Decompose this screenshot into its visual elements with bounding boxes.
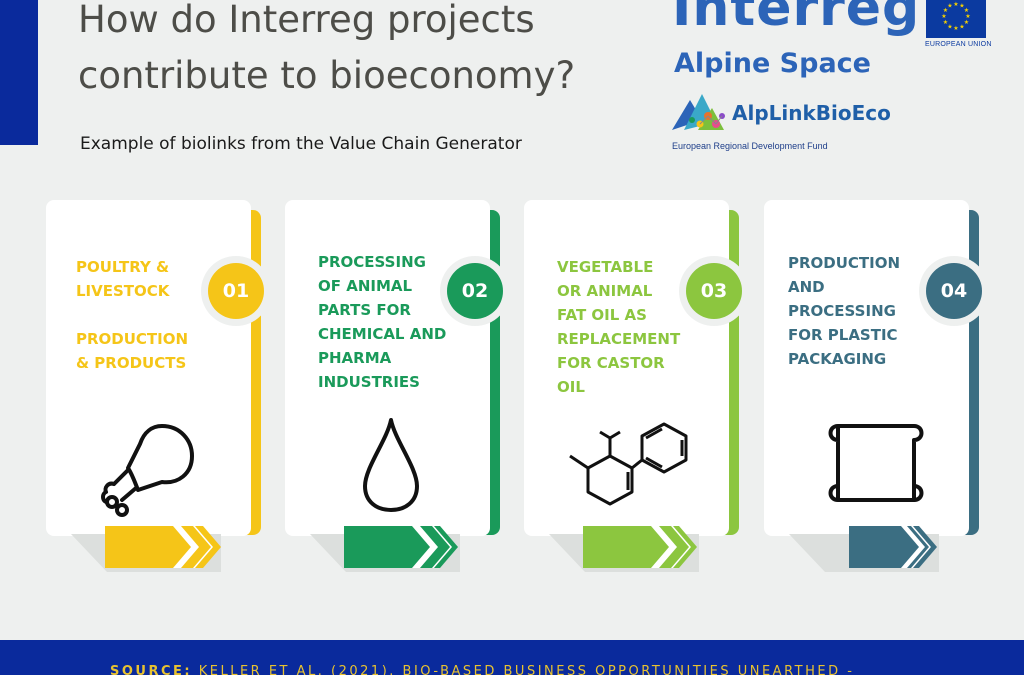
project-name: AlpLinkBioEco (732, 101, 891, 125)
card-text: POULTRY & LIVESTOCK PRODUCTION & PRODUCT… (76, 258, 189, 372)
card-body (285, 200, 490, 536)
card-text: PRODUCTION AND PROCESSING FOR PLASTIC PA… (788, 254, 901, 368)
card-number-badge: 03 (679, 256, 749, 326)
card-number: 04 (926, 263, 982, 319)
svg-text:★: ★ (943, 19, 948, 26)
svg-text:★: ★ (959, 3, 964, 10)
eu-flag-icon: ★★★ ★★★ ★★★ ★★★ (926, 0, 986, 38)
svg-text:★: ★ (959, 24, 964, 31)
page-subtitle: Example of biolinks from the Value Chain… (80, 134, 522, 154)
card-number: 02 (447, 263, 503, 319)
svg-text:★: ★ (964, 7, 969, 14)
svg-text:★: ★ (953, 1, 958, 8)
card-number: 01 (208, 263, 264, 319)
card-arrow (71, 526, 221, 572)
eu-label: EUROPEAN UNION (925, 41, 992, 48)
card-arrow (789, 526, 939, 572)
card-animal-parts: PROCESSING OF ANIMAL PARTS FOR CHEMICAL … (285, 200, 510, 580)
source-text: KELLER ET AL. (2021). BIO-BASED BUSINESS… (192, 664, 855, 675)
alpine-space-wordmark: Alpine Space (674, 48, 871, 79)
molecule-icon (566, 420, 696, 520)
svg-text:★: ★ (943, 7, 948, 14)
source-citation: SOURCE: KELLER ET AL. (2021). BIO-BASED … (110, 664, 854, 675)
card-body (764, 200, 969, 536)
svg-text:★: ★ (953, 25, 958, 32)
svg-text:★: ★ (941, 13, 946, 20)
interreg-wordmark: Interreg (672, 0, 921, 38)
title-line-2: contribute to bioeconomy? (78, 54, 576, 97)
fund-label: European Regional Development Fund (672, 141, 828, 151)
interreg-logo: Interreg ★★★ ★★★ ★★★ ★★★ EUROPEAN UNION … (670, 0, 1010, 160)
svg-text:★: ★ (947, 24, 952, 31)
card-text: PROCESSING OF ANIMAL PARTS FOR CHEMICAL … (318, 253, 447, 391)
mountain-network-icon (672, 90, 730, 136)
card-poultry-livestock: POULTRY & LIVESTOCK PRODUCTION & PRODUCT… (46, 200, 271, 580)
card-number-badge: 01 (201, 256, 271, 326)
svg-text:★: ★ (947, 3, 952, 10)
card-arrow (549, 526, 699, 572)
card-text: VEGETABLE OR ANIMAL FAT OIL AS REPLACEME… (557, 258, 681, 396)
drop-icon (347, 416, 447, 516)
card-fat-oil: VEGETABLE OR ANIMAL FAT OIL AS REPLACEME… (524, 200, 749, 580)
card-arrow (310, 526, 460, 572)
title-line-1: How do Interreg projects (78, 0, 535, 41)
card-number-badge: 04 (919, 256, 989, 326)
card-number-badge: 02 (440, 256, 510, 326)
svg-text:★: ★ (964, 19, 969, 26)
source-label: SOURCE: (110, 664, 193, 675)
chicken-leg-icon (98, 418, 198, 518)
page-title: How do Interreg projects contribute to b… (78, 0, 658, 104)
footer-bar: SOURCE: KELLER ET AL. (2021). BIO-BASED … (0, 640, 1024, 675)
card-plastic-packaging: PRODUCTION AND PROCESSING FOR PLASTIC PA… (764, 200, 989, 580)
svg-text:★: ★ (965, 13, 970, 20)
card-body (46, 200, 251, 536)
left-accent-bar (0, 0, 38, 145)
film-roll-icon (824, 420, 924, 520)
card-number: 03 (686, 263, 742, 319)
